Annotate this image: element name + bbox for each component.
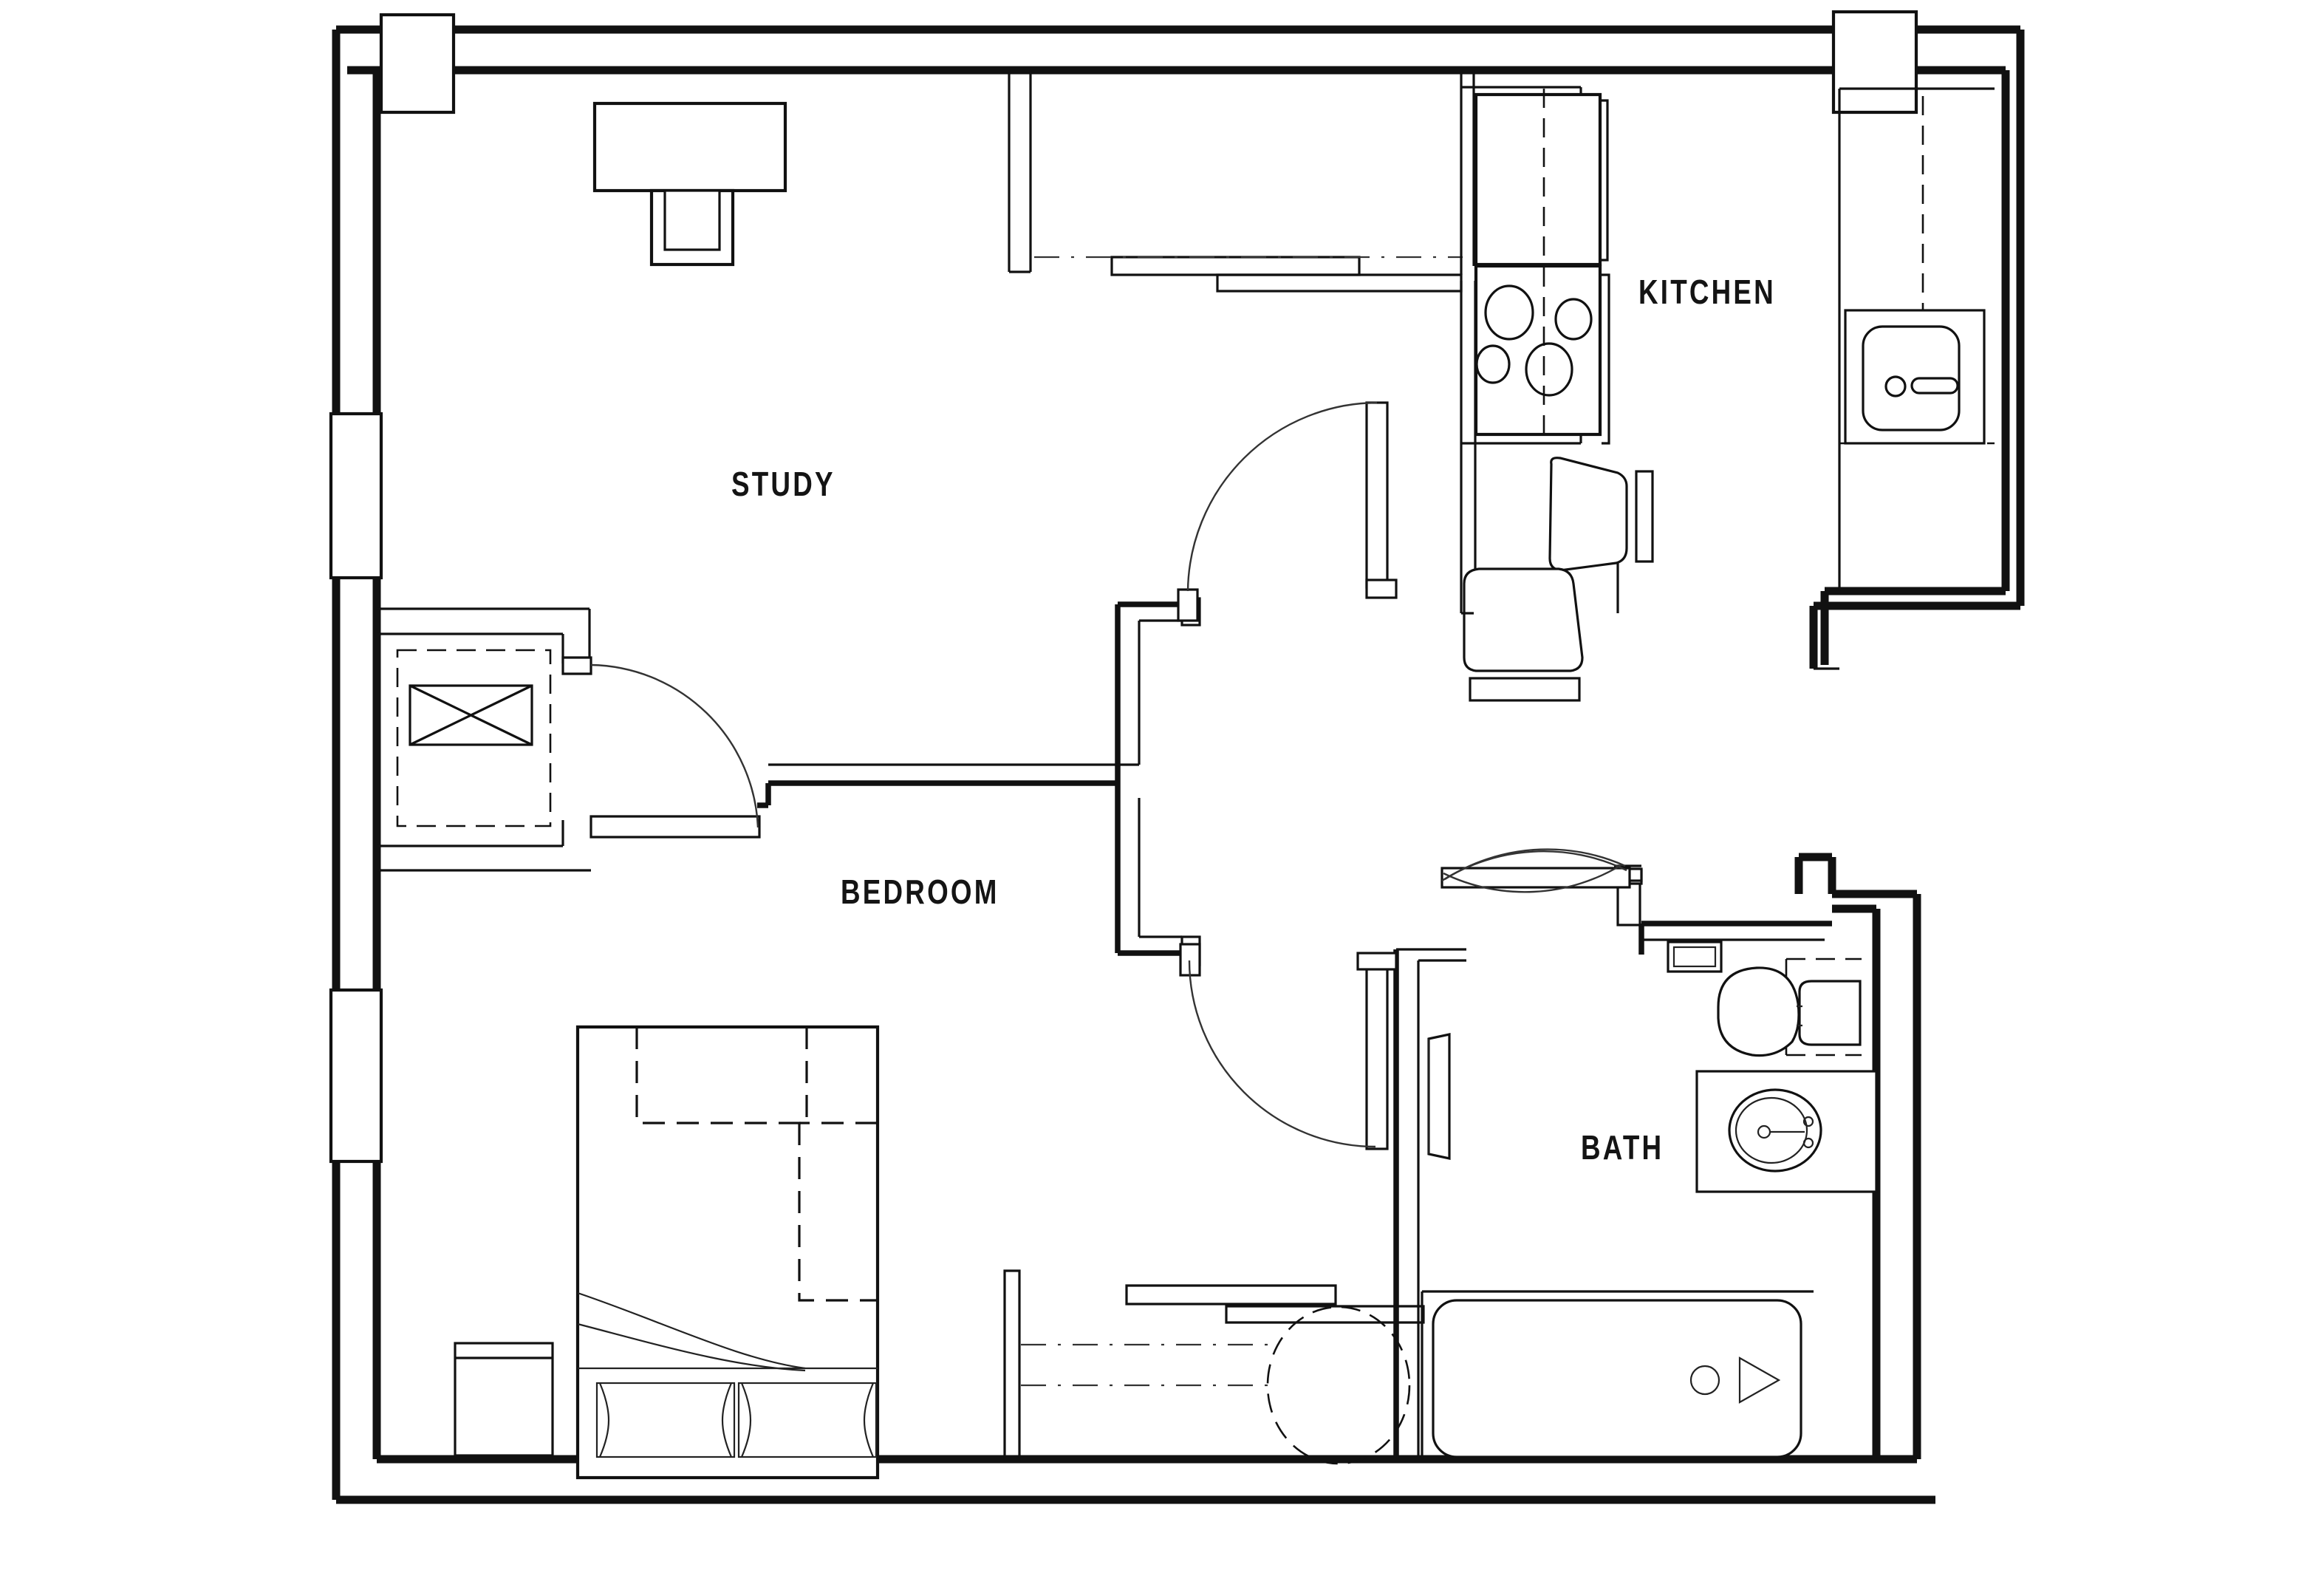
closet-bedroom — [377, 607, 761, 872]
range-cooktop — [1474, 264, 1610, 445]
kitchen-sink — [1838, 87, 1995, 591]
toilet — [1717, 958, 1862, 1057]
room-label-study: STUDY — [731, 465, 835, 503]
room-label-kitchen: KITCHEN — [1638, 273, 1776, 311]
window-left-upper — [329, 412, 383, 580]
room-label-bath: BATH — [1581, 1128, 1664, 1167]
window-top-right — [1831, 10, 1918, 115]
towel-bar — [1427, 1033, 1451, 1160]
desk — [592, 101, 787, 193]
dining-table — [1616, 470, 1654, 613]
dining-chair-1 — [1548, 457, 1628, 572]
window-left-lower — [329, 988, 383, 1164]
vanity-sink — [1695, 1070, 1878, 1193]
dining-chair-2 — [1463, 567, 1584, 702]
bath-door-swing — [1441, 850, 1627, 882]
bedroom-door[interactable] — [1179, 943, 1398, 1150]
bed — [575, 1025, 880, 1480]
bathtub — [1422, 1290, 1814, 1458]
nightstand — [454, 1342, 554, 1457]
exterior-walls — [332, 25, 2025, 1504]
wall-details — [1461, 612, 1839, 894]
medicine-cabinet — [1667, 941, 1723, 973]
pillow-left — [595, 1382, 736, 1458]
window-top-left — [379, 13, 456, 115]
room-label-bedroom: BEDROOM — [841, 873, 999, 911]
entry-door-study[interactable] — [1177, 401, 1398, 622]
pillow-right — [737, 1382, 878, 1458]
desk-chair — [649, 188, 735, 267]
turning-radius-circle — [1021, 1306, 1411, 1465]
refrigerator — [1474, 89, 1609, 267]
interior-partitions — [757, 70, 1832, 1461]
bath-door[interactable] — [1440, 848, 1643, 926]
